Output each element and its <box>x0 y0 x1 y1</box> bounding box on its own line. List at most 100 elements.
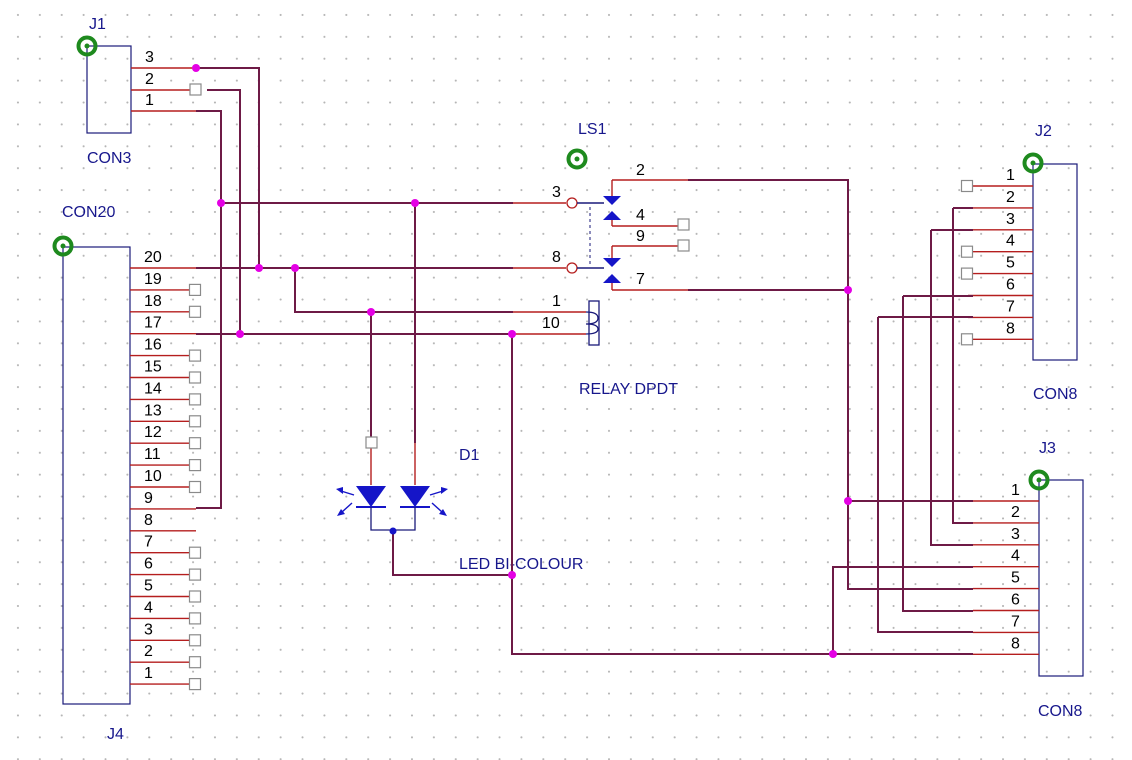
ls1-nc-contact-1 <box>603 196 621 205</box>
j1-mount-hole-icon <box>76 35 98 57</box>
j3-pin-number: 7 <box>1011 613 1020 630</box>
ls1-value-label: RELAY DPDT <box>579 381 678 398</box>
no-connect-marker <box>189 83 202 96</box>
j2-mount-center <box>1030 160 1036 166</box>
j4-pin-number: 9 <box>144 490 153 507</box>
ls1-mount-center <box>574 156 580 162</box>
connector-j1[interactable]: J1 CON3 3 2 1 <box>76 16 197 167</box>
wire-j1-pin2[interactable] <box>207 89 241 334</box>
no-connect-marker <box>188 371 202 384</box>
j4-pin-number: 10 <box>144 468 162 485</box>
j3-pin-number: 5 <box>1011 570 1020 587</box>
j4-pin-number: 7 <box>144 534 153 551</box>
no-connect-marker <box>188 393 202 406</box>
j2-mount-hole-icon <box>1022 152 1044 174</box>
no-connect-marker <box>188 415 202 428</box>
ls1-pin-8-number: 8 <box>552 249 561 266</box>
ls1-nc-contact-2 <box>603 258 621 267</box>
wire-j2-j3-pin3[interactable] <box>952 207 973 524</box>
no-connect-marker <box>188 480 202 494</box>
ls1-pin-3-number: 3 <box>552 184 561 201</box>
j3-value-label: CON8 <box>1038 703 1083 720</box>
j4-mount-center <box>60 243 66 249</box>
junction-dot <box>291 264 299 272</box>
led-d1[interactable]: D1 LED BI-COLOUR <box>336 443 583 573</box>
no-connect-marker <box>960 245 974 258</box>
j3-pin-number: 1 <box>1011 482 1020 499</box>
wire-led-cathode[interactable] <box>392 530 512 576</box>
no-connect-marker <box>365 436 378 449</box>
no-connect-marker <box>188 283 202 296</box>
no-connect-marker <box>188 677 202 691</box>
no-connect-marker <box>188 437 202 450</box>
ls1-mount-hole-icon <box>566 148 588 170</box>
j3-pin-number: 3 <box>1011 526 1020 543</box>
junction-dot <box>217 199 225 207</box>
j4-pin-number: 18 <box>144 293 162 310</box>
j3-pin-number: 2 <box>1011 504 1020 521</box>
led-common-junction <box>389 527 397 535</box>
j4-pin-number: 4 <box>144 599 153 616</box>
no-connect-marker <box>188 590 202 603</box>
junction-dot <box>192 64 200 72</box>
j3-body <box>1038 479 1084 677</box>
ls1-coil-winding-icon <box>585 311 599 335</box>
j3-pin-number: 8 <box>1011 635 1020 652</box>
no-connect-marker <box>188 656 202 669</box>
junction-dot <box>829 650 837 658</box>
j1-pin-2-number: 2 <box>145 71 154 88</box>
j4-pin-number: 13 <box>144 402 162 419</box>
ls1-no-contact-2 <box>603 274 621 283</box>
j4-pin-number: 15 <box>144 359 162 376</box>
ls1-ref-label: LS1 <box>578 121 607 138</box>
wire-j2-j3-pin4[interactable] <box>930 229 973 546</box>
no-connect-marker <box>960 267 974 280</box>
ls1-pin-7-number: 7 <box>636 271 645 288</box>
j2-ref-label: J2 <box>1035 123 1052 140</box>
j1-value-label: CON3 <box>87 150 132 167</box>
j4-pin-number: 11 <box>144 446 161 463</box>
wire-relay-pin2[interactable] <box>688 179 973 590</box>
j3-pin-number: 4 <box>1011 548 1020 565</box>
j1-body <box>86 45 132 134</box>
no-connect-marker <box>188 305 202 318</box>
wire-j3-pin5[interactable] <box>832 566 973 654</box>
wire-j2-j3-pin7[interactable] <box>877 316 973 633</box>
j4-body <box>62 246 131 705</box>
no-connect-marker <box>188 568 202 581</box>
wire-pin10-j3-pin8[interactable] <box>511 334 973 655</box>
j2-pin-number: 5 <box>1006 255 1015 272</box>
no-connect-marker <box>677 239 690 252</box>
j4-pin-number: 6 <box>144 556 153 573</box>
d1-common-cathode <box>370 507 416 531</box>
wire-j1-pin3[interactable] <box>196 67 260 268</box>
wire-j1-pin1-j4-pin8[interactable] <box>196 110 222 509</box>
j2-pin-number: 4 <box>1006 233 1015 250</box>
j1-mount-center <box>84 43 90 49</box>
j3-ref-label: J3 <box>1039 440 1056 457</box>
j2-pin-number: 8 <box>1006 320 1015 337</box>
relay-ls1[interactable]: LS1 RELAY DPDT 3 8 2 4 9 <box>513 121 688 398</box>
no-connect-marker <box>188 546 202 559</box>
ls1-pin-9-number: 9 <box>636 228 645 245</box>
junction-dot <box>508 330 516 338</box>
junctions <box>192 64 852 658</box>
wire-relay-pin1[interactable] <box>294 268 513 313</box>
no-connect-marker <box>960 179 974 193</box>
junction-dot <box>508 571 516 579</box>
wires <box>196 67 973 655</box>
j2-pin-number: 1 <box>1006 167 1015 184</box>
no-connect-marker <box>960 333 974 346</box>
junction-dot <box>255 264 263 272</box>
j3-mount-center <box>1036 477 1042 483</box>
junction-dot <box>411 199 419 207</box>
j4-pin-number: 1 <box>144 665 153 682</box>
j4-pin-number: 14 <box>144 380 162 397</box>
wire-j2-j3-pin6[interactable] <box>902 295 973 612</box>
junction-dot <box>844 286 852 294</box>
